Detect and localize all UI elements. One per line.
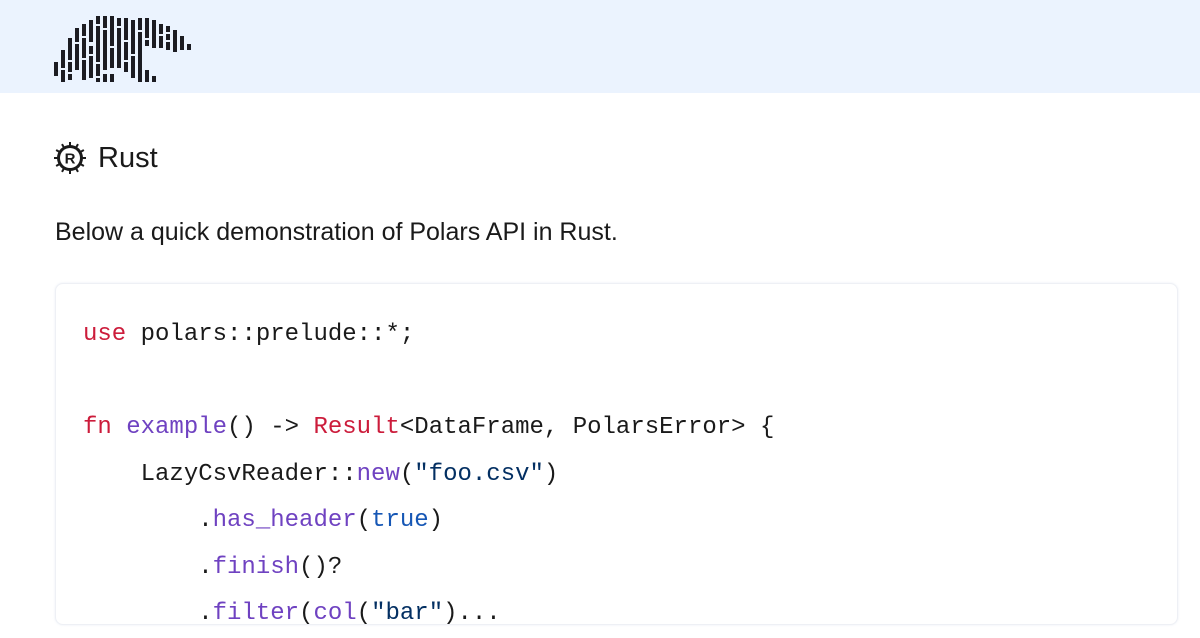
code-token: col — [313, 600, 357, 627]
code-token: ) — [428, 507, 444, 534]
code-token: LazyCsvReader:: — [83, 460, 357, 488]
code-token: . — [83, 553, 213, 581]
section-heading: R Rust — [54, 138, 158, 178]
code-token: has_header — [212, 507, 357, 534]
code-token: ( — [356, 507, 372, 534]
code-token: "foo.csv" — [414, 460, 544, 488]
code-token: "bar" — [371, 600, 444, 627]
code-line: LazyCsvReader::new("foo.csv") — [83, 452, 774, 499]
code-token: ( — [399, 460, 415, 488]
code-token: <DataFrame, PolarsError> { — [399, 414, 775, 441]
code-line — [83, 359, 774, 406]
code-token: . — [83, 507, 213, 534]
code-token: Result — [313, 414, 400, 441]
code-line: fn example() -> Result<DataFrame, Polars… — [83, 405, 774, 452]
code-token: fn — [83, 414, 112, 441]
code-block[interactable]: use polars::prelude::*; fn example() -> … — [55, 283, 1178, 627]
section-title: Rust — [98, 141, 158, 174]
code-token: true — [371, 507, 429, 534]
svg-text:R: R — [65, 151, 76, 168]
code-token: ()? — [299, 553, 343, 581]
code-token: finish — [212, 553, 300, 581]
code-token: . — [83, 600, 213, 627]
code-line: .filter(col("bar")... — [83, 591, 774, 638]
code-token: ) — [543, 460, 559, 488]
polars-logo-icon[interactable] — [54, 10, 194, 82]
code-token — [112, 414, 126, 441]
code-token: new — [356, 460, 400, 488]
code-token: filter — [212, 600, 300, 627]
code-token: () -> — [227, 414, 314, 441]
code-line: use polars::prelude::*; — [83, 312, 774, 359]
code-token: polars::prelude::*; — [126, 321, 415, 348]
code-token: use — [83, 321, 127, 348]
code-token: example — [126, 414, 228, 441]
code-line: .finish()? — [83, 545, 774, 592]
page-header — [0, 0, 1200, 93]
rust-logo-icon: R — [54, 142, 86, 174]
code-token: )... — [443, 600, 501, 627]
intro-paragraph: Below a quick demonstration of Polars AP… — [55, 218, 618, 246]
code-content[interactable]: use polars::prelude::*; fn example() -> … — [83, 312, 774, 638]
code-token: ( — [356, 600, 372, 627]
code-token: ( — [299, 600, 314, 627]
code-line: .has_header(true) — [83, 498, 774, 545]
